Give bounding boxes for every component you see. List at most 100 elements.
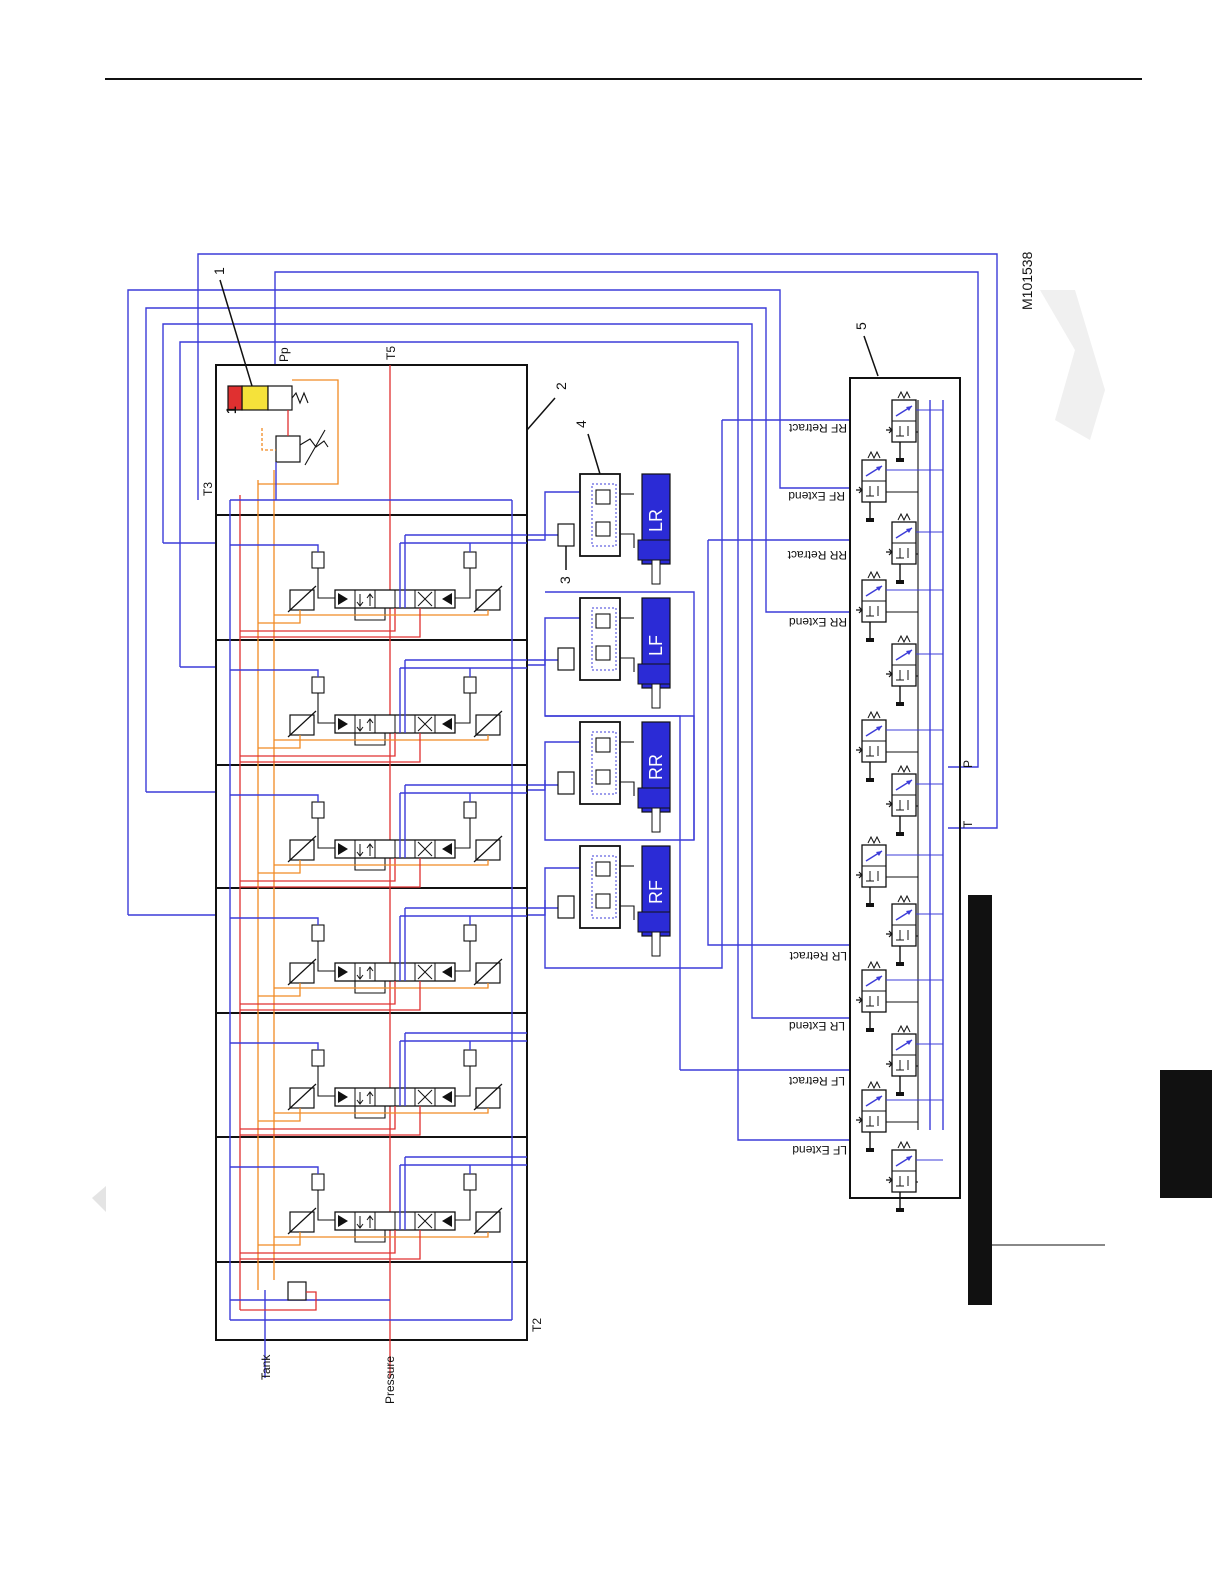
stem-cap [866,903,874,907]
actuator-icon [886,1061,892,1067]
rotated-heading-bar [968,895,992,1305]
port-pp: Pp [277,347,291,362]
cylinder-group: LR LF RR RF [558,474,670,956]
manifold-valve-right-4 [886,766,943,836]
manifold-valve-right-2 [886,514,943,584]
manifold-valve-right-1 [886,392,943,462]
spring-icon [868,837,880,843]
shuttle-check-right [464,925,476,941]
stem-cap [866,778,874,782]
manifold-valve-right-7 [886,1142,943,1212]
pilot-line [274,1232,488,1237]
port-t: T [961,820,975,828]
spring-icon [898,636,910,642]
cylinder-piston [638,664,670,684]
cylinder-assembly-lf: LF [558,598,670,708]
check-cartridge [596,490,610,504]
passage [318,818,335,848]
coil-label: 1 [223,406,239,414]
pressure-label: Pressure [383,1356,397,1404]
spring-icon [898,392,910,398]
cylinder-assembly-rr: RR [558,722,670,832]
cyl-port [620,534,634,548]
stem-cap [866,1148,874,1152]
cylinder-piston [638,912,670,932]
shuttle-check-right [464,1050,476,1066]
side-tab [1160,1070,1212,1198]
cyl-port [620,658,634,672]
pilot-line [274,983,488,988]
pilot-line [258,983,300,996]
stem-cap [896,962,904,966]
manifold-label-rr-retract: RR Retract [787,548,847,562]
passage [355,733,385,745]
manifold-label-rr-extend: RR Extend [789,615,847,629]
cylinder-label-lr: LR [646,509,666,532]
actuator-icon [856,487,862,493]
spring-icon [898,1026,910,1032]
watermark-shape [1040,290,1105,440]
pilot-line [274,735,488,740]
pilot-line [274,860,488,865]
pilot-line [258,1108,300,1121]
passage [318,693,335,723]
pilot-line [258,860,300,873]
orifice-check [558,896,574,918]
actuator-icon [886,931,892,937]
actuator-icon [856,607,862,613]
passage [455,941,470,971]
callout-1: 1 [211,267,227,275]
passage [355,1106,385,1118]
counterbalance-block [580,474,620,556]
actuator-icon [856,997,862,1003]
manifold-valve-right-3 [886,636,943,706]
stem-cap [866,518,874,522]
passage [318,941,335,971]
stem-cap [896,832,904,836]
callout-5-leader [864,336,878,376]
cylinder-label-rf: RF [646,880,666,904]
actuator-icon [886,671,892,677]
check-cartridge [596,646,610,660]
tank-label: Tank [259,1354,273,1380]
cylinder-piston [638,788,670,808]
actuator-icon [886,427,892,433]
shuttle-check-left [312,925,324,941]
spring-icon [868,962,880,968]
passage [318,1190,335,1220]
passage [455,1066,470,1096]
passage [455,818,470,848]
cylinder-assembly-rf: RF [558,846,670,956]
actuator-icon [886,801,892,807]
shuttle-check-left [312,802,324,818]
actuator-icon [886,549,892,555]
manifold-label-lf-retract: LF Retract [788,1074,845,1088]
passage [318,1066,335,1096]
passage [355,858,385,870]
manifold-valve-right-6 [886,1026,943,1096]
cylinder-rod [652,808,660,832]
orifice-check [558,524,574,546]
check-valve [288,1282,306,1300]
shuttle-check-left [312,552,324,568]
actuator-icon [856,1117,862,1123]
passage [455,693,470,723]
cyl-port [620,906,634,920]
shuttle-check-left [312,1050,324,1066]
callout-5: 5 [853,322,869,330]
cylinder-assembly-lr: LR [558,474,670,584]
pilot-line [258,1232,300,1245]
port-t3: T3 [201,482,215,496]
figure-id: M101538 [1019,251,1035,310]
callout-4-leader [588,434,600,474]
shuttle-check-right [464,677,476,693]
cylinder-label-rr: RR [646,754,666,780]
actuator-icon [856,747,862,753]
stem-cap [896,1208,904,1212]
cyl-port [620,782,634,796]
spring-icon [898,1142,910,1148]
spring-icon [292,393,308,403]
counterbalance-block [580,846,620,928]
cylinder-rod [652,560,660,584]
